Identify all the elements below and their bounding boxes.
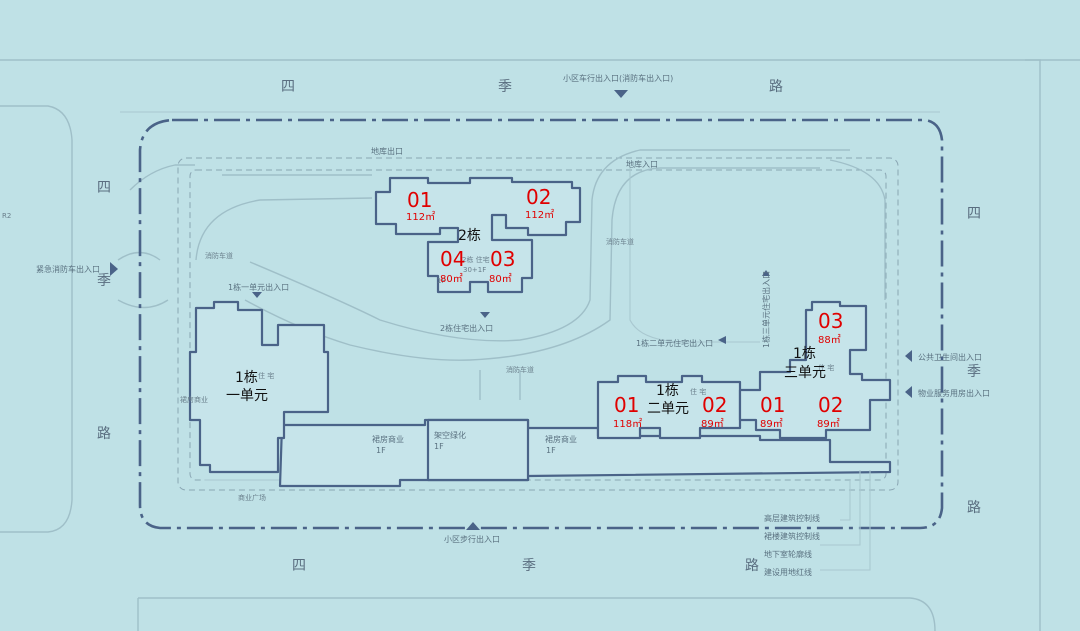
- unit-b2-02-area: 112㎡: [525, 209, 554, 221]
- road-labels: 四 季 路 四 季 路 四 季 路 四 季 路: [97, 79, 981, 574]
- north-entrance-arrow-icon: [614, 90, 628, 98]
- unit-b1u3-02-area: 89㎡: [817, 418, 840, 430]
- south-pedestrian-entrance-label: 小区步行出入口: [444, 534, 500, 544]
- r2-text: R2: [2, 212, 11, 220]
- road-north-2: 季: [498, 79, 512, 95]
- surrounding-blocks: [0, 59, 1080, 631]
- east-entrance2-arrow-icon: [905, 386, 912, 398]
- shops-right-label: 裙房商业: [545, 434, 577, 444]
- unit-b1u2-02-area: 89㎡: [701, 418, 724, 430]
- road-south-3: 路: [745, 558, 759, 574]
- unit-b1u2-01-area: 118㎡: [613, 418, 642, 430]
- south-entrance-arrow-icon: [466, 522, 480, 530]
- unit-b2-03: 03: [490, 247, 515, 271]
- garage-exit-label: 地库出口: [371, 146, 403, 156]
- overhead-green-label: 架空绿化: [434, 430, 466, 440]
- unit-labels: 01 112㎡ 02 112㎡ 04 80㎡ 03 80㎡ 01 118㎡ 02…: [406, 185, 843, 430]
- road-south-2: 季: [522, 558, 536, 574]
- road-north-1: 四: [281, 79, 295, 95]
- overhead-green-floor: 1F: [434, 442, 444, 451]
- west-fire-entrance-label: 紧急消防车出入口: [36, 264, 100, 274]
- east-service-entrance-label: 物业服务用房出入口: [918, 388, 990, 398]
- building1-unit1-label-b: 一单元: [226, 388, 268, 404]
- b1-side-text: 裙房商业: [180, 395, 208, 404]
- b1-unit1-entrance-label: 1栋一单元出入口: [228, 282, 289, 292]
- fire-lane-label-c: 消防车道: [606, 237, 634, 246]
- overhead-green-block: [426, 418, 530, 482]
- shops-right-floor: 1F: [546, 446, 556, 455]
- west-entrance-arrow-icon: [110, 262, 118, 276]
- building1-unit1-outline: [188, 300, 330, 474]
- b2-small-text-a: 2栋 住宅: [462, 255, 490, 264]
- road-west-3: 路: [97, 426, 111, 442]
- building1-unit1-label-a: 1栋: [235, 369, 258, 386]
- fire-lane-label: 消防车道: [205, 251, 233, 260]
- b1u3-entrance-arrow-icon: [762, 270, 770, 276]
- building1-unit3-label-b: 三单元: [784, 365, 826, 381]
- unit-b1u3-03: 03: [818, 309, 843, 333]
- b1u1-small-text: 住 宅: [258, 371, 274, 380]
- unit-b1u2-02: 02: [702, 393, 727, 417]
- road-east-1: 四: [967, 206, 981, 222]
- building2-label: 2栋: [458, 227, 481, 244]
- shops-left-label: 裙房商业: [372, 434, 404, 444]
- building1-unit2-label-a: 1栋: [656, 382, 679, 399]
- site-boundary: [138, 118, 944, 530]
- road-west-1: 四: [97, 180, 111, 196]
- building1-unit2-label-b: 二单元: [647, 401, 689, 417]
- legend-item-red-line: 建设用地红线: [764, 567, 812, 577]
- legend-item-high-rise: 高层建筑控制线: [764, 513, 820, 523]
- unit-b2-02: 02: [526, 185, 551, 209]
- b2-small-text-b: 30+1F: [463, 266, 486, 274]
- east-entrance-arrow-icon: [905, 350, 912, 362]
- garage-entry-label: 地库入口: [626, 159, 658, 169]
- unit-b1u3-03-area: 88㎡: [818, 334, 841, 346]
- building2-outline: [374, 176, 582, 294]
- b2-entrance-arrow-icon: [480, 312, 490, 318]
- unit-b2-03-area: 80㎡: [489, 273, 512, 285]
- east-public-health-entrance-label: 公共卫生间出入口: [918, 352, 982, 362]
- building1-unit3-label-a: 1栋: [793, 345, 816, 362]
- unit-b1u3-02: 02: [818, 393, 843, 417]
- b1-unit3-entrance-label: 1栋三单元住宅出入口: [761, 271, 771, 348]
- unit-b2-04: 04: [440, 247, 465, 271]
- b1-unit2-entrance-label: 1栋二单元住宅出入口: [636, 338, 713, 348]
- road-east-2: 季: [967, 364, 981, 380]
- road-west-2: 季: [97, 273, 111, 289]
- plaza-label: 商业广场: [238, 493, 266, 502]
- fire-lane-label-b: 消防车道: [506, 365, 534, 374]
- unit-b1u3-01-area: 89㎡: [760, 418, 783, 430]
- b1u1-entrance-arrow-icon: [252, 292, 262, 298]
- setback-lines: [177, 157, 899, 491]
- unit-b1u2-01: 01: [614, 393, 639, 417]
- building1-unit3-outline: [738, 300, 892, 440]
- road-south-1: 四: [292, 558, 306, 574]
- b1u3-small-text: 住 宅: [818, 363, 834, 372]
- entrance-markers: [110, 90, 912, 530]
- building1-unit2-outline: [596, 374, 742, 440]
- road-north-3: 路: [769, 79, 783, 95]
- b1u2-small-text: 住 宅: [690, 387, 706, 396]
- unit-b1u3-01: 01: [760, 393, 785, 417]
- legend-item-podium: 裙楼建筑控制线: [764, 531, 820, 541]
- road-east-3: 路: [967, 500, 981, 516]
- legend-item-basement: 地下室轮廓线: [764, 549, 812, 559]
- unit-b2-04-area: 80㎡: [440, 273, 463, 285]
- north-vehicle-entrance-label: 小区车行出入口(消防车出入口): [563, 73, 673, 83]
- b1u2-entrance-arrow-icon: [718, 336, 726, 344]
- b2-floor-text: 1F: [437, 277, 445, 285]
- shops-left-floor: 1F: [376, 446, 386, 455]
- legend: 高层建筑控制线 裙楼建筑控制线 地下室轮廓线 建设用地红线: [764, 470, 871, 577]
- unit-b2-01-area: 112㎡: [406, 211, 435, 223]
- b2-entrance-label: 2栋住宅出入口: [440, 323, 493, 333]
- unit-b2-01: 01: [407, 188, 432, 212]
